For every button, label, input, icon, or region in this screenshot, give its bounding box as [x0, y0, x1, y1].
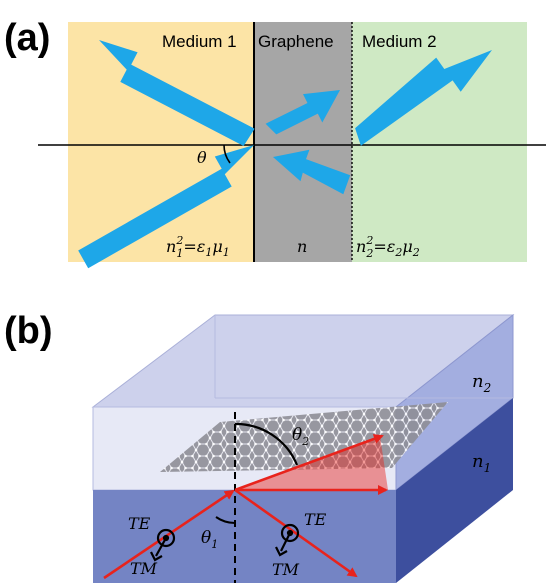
theta-arc	[223, 144, 231, 164]
medium1-label: Medium 1	[162, 32, 237, 51]
medium2-region	[352, 22, 527, 262]
tm-right-arrow-icon	[280, 532, 291, 552]
panel-a-tag: (a)	[4, 17, 50, 59]
theta2-arc	[234, 422, 299, 466]
lower-index-label: n1	[472, 451, 491, 475]
tm-right-label: TM	[272, 560, 300, 579]
theta2-label: θ2	[292, 425, 309, 448]
tm-left-label: TM	[130, 559, 158, 578]
polarization-left	[150, 528, 176, 562]
te-right-circle-icon	[280, 523, 300, 543]
lower-block-front-face	[93, 490, 396, 583]
incident-arrow	[78, 145, 254, 269]
te-left-circle-icon	[156, 528, 176, 548]
theta-label: θ	[197, 148, 207, 167]
theta1-arc	[215, 516, 236, 525]
panel-b: (b)	[4, 310, 515, 583]
wave-arrows	[78, 40, 492, 269]
tm-left-arrow-icon	[155, 537, 167, 557]
upper-index-label: n2	[472, 371, 491, 395]
incident-ray	[103, 489, 235, 580]
medium2-label: Medium 2	[362, 32, 437, 51]
reflected-arrow	[99, 40, 255, 146]
panel-b-tag: (b)	[4, 310, 53, 352]
transmitted-arrow	[355, 50, 492, 146]
polarization-right	[275, 523, 300, 557]
lower-block-side-face	[396, 398, 513, 583]
graphene-forward-arrow	[265, 90, 340, 135]
te-right-label: TE	[304, 510, 327, 529]
graphene-region	[254, 22, 352, 262]
te-left-label: TE	[128, 514, 151, 533]
graphene-label: Graphene	[258, 32, 334, 51]
graphene-backward-arrow	[273, 149, 351, 195]
graphene-sheet	[160, 402, 448, 472]
graphene-index-label: n	[297, 237, 307, 256]
refracted-ray-upper	[234, 434, 384, 492]
reflected-ray	[234, 488, 358, 578]
theta1-label: θ1	[201, 528, 218, 551]
